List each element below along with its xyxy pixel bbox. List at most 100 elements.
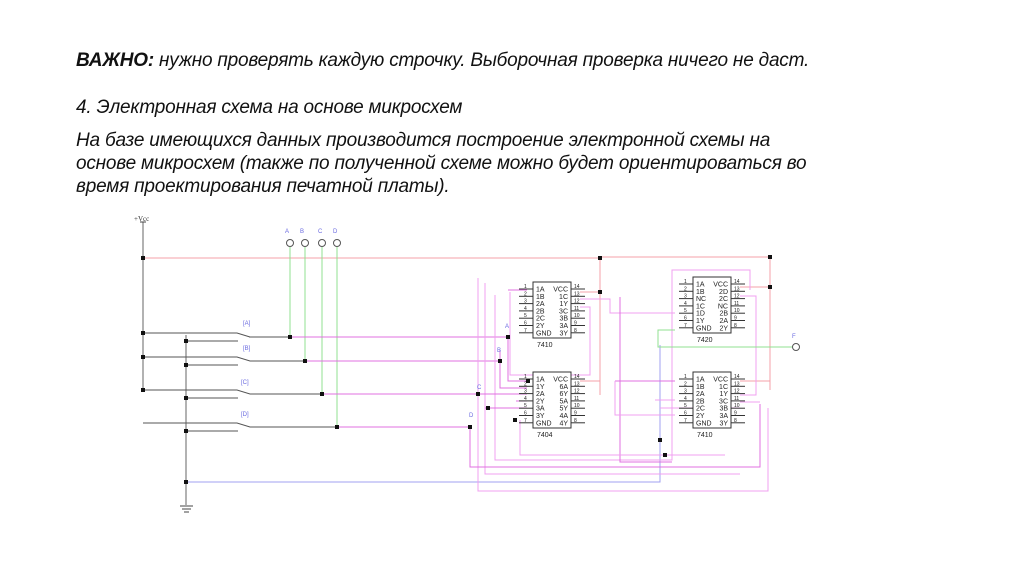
junction-dot [768, 255, 772, 259]
net-label-c: C [477, 385, 482, 391]
pin-number: 2 [524, 291, 527, 297]
pin-number: 11 [574, 396, 579, 402]
pin-number: 14 [574, 374, 580, 380]
pin-number: 10 [734, 308, 740, 314]
pin-label: 2Y [719, 325, 728, 332]
pin-number: 14 [734, 279, 740, 285]
pin-number: 10 [734, 403, 740, 409]
pin-label: 2Y [536, 323, 545, 330]
pin-label: 2A [719, 318, 728, 325]
junction-dot [184, 339, 188, 343]
junction-dot [320, 392, 324, 396]
wire [657, 329, 795, 348]
pin-label: 1B [696, 289, 705, 296]
pin-number: 4 [684, 396, 687, 402]
pin-label: 1A [696, 282, 705, 289]
probe-icon [333, 239, 341, 247]
pin-number: 6 [684, 411, 687, 417]
pin-label: 6Y [559, 391, 568, 398]
pin-number: 12 [574, 389, 580, 395]
pin-number: 8 [734, 418, 737, 424]
chip-body [692, 276, 732, 334]
chip-name: 7420 [697, 337, 713, 344]
pin-label: 2D [719, 289, 728, 296]
probe-icon [318, 239, 326, 247]
labels: +Vcc A B C D [A] [B] [C] [D] F A B C D [134, 215, 796, 419]
pin-number: 11 [734, 301, 739, 307]
chip-body [532, 281, 572, 339]
pin-number: 3 [684, 294, 687, 300]
wire [507, 337, 527, 382]
pin-number: 8 [734, 323, 737, 329]
pin-label: 1A [536, 287, 545, 294]
pin-label: 1D [696, 311, 705, 318]
probe-label-b: B [300, 229, 304, 235]
junction-dot [658, 438, 662, 442]
pin-number: 10 [574, 313, 580, 319]
paragraph-line: На базе имеющихся данных производится по… [76, 130, 771, 151]
junction-dot [141, 388, 145, 392]
pin-label: 3A [719, 413, 728, 420]
chip-name: 7410 [537, 342, 553, 349]
pin-number: 2 [684, 381, 687, 387]
paragraph-line: время проектирования печатной платы). [76, 176, 450, 197]
junction-dot [141, 256, 145, 260]
section-title: 4. Электронная схема на основе микросхем [76, 97, 463, 118]
pin-label: VCC [713, 282, 728, 289]
junction-dot [288, 335, 292, 339]
pin-number: 14 [734, 374, 740, 380]
wire [494, 269, 751, 461]
pin-number: 7 [684, 418, 687, 424]
probe-label-c: C [318, 229, 323, 235]
pin-label: 2A [536, 301, 545, 308]
junction-dot [141, 331, 145, 335]
switch-label-c: [C] [241, 380, 249, 386]
pin-number: 10 [574, 403, 580, 409]
pin-label: 2B [719, 311, 728, 318]
wire [143, 332, 251, 338]
wire [143, 256, 770, 259]
pin-number: 11 [734, 396, 739, 402]
pin-label: 5Y [559, 406, 568, 413]
pin-label: 1Y [559, 301, 568, 308]
pin-label: 5A [559, 398, 568, 405]
wire [580, 298, 675, 314]
pin-label: 2Y [696, 413, 705, 420]
pin-label: 2A [536, 391, 545, 398]
pin-number: 7 [524, 418, 527, 424]
pin-number: 13 [574, 381, 580, 387]
junction-dot [513, 418, 517, 422]
pin-number: 6 [684, 316, 687, 322]
probe-label-a: A [285, 229, 289, 235]
pin-label: 3A [559, 323, 568, 330]
pin-label: 1C [719, 384, 728, 391]
power-label: +Vcc [134, 215, 149, 223]
junctions [141, 255, 772, 484]
pin-number: 13 [734, 286, 740, 292]
wire [509, 292, 591, 376]
pin-label: 3C [559, 308, 568, 315]
pin-number: 4 [524, 306, 527, 312]
pin-number: 1 [524, 374, 527, 380]
pin-label: 1Y [536, 384, 545, 391]
pin-label: 1Y [696, 318, 705, 325]
pin-label: 4A [559, 413, 568, 420]
pin-number: 9 [734, 316, 737, 322]
pin-number: 5 [524, 313, 527, 319]
pin-number: 12 [734, 389, 740, 395]
junction-dot [506, 335, 510, 339]
chip-name: 7404 [537, 432, 553, 439]
pin-number: 13 [574, 291, 580, 297]
pin-number: 4 [684, 301, 687, 307]
junction-dot [498, 359, 502, 363]
pin-number: 1 [524, 284, 527, 290]
pin-label: 1A [536, 377, 545, 384]
probe-label-d: D [333, 229, 338, 235]
pin-label: 2C [696, 406, 705, 413]
junction-dot [468, 425, 472, 429]
pin-number: 8 [574, 328, 577, 334]
